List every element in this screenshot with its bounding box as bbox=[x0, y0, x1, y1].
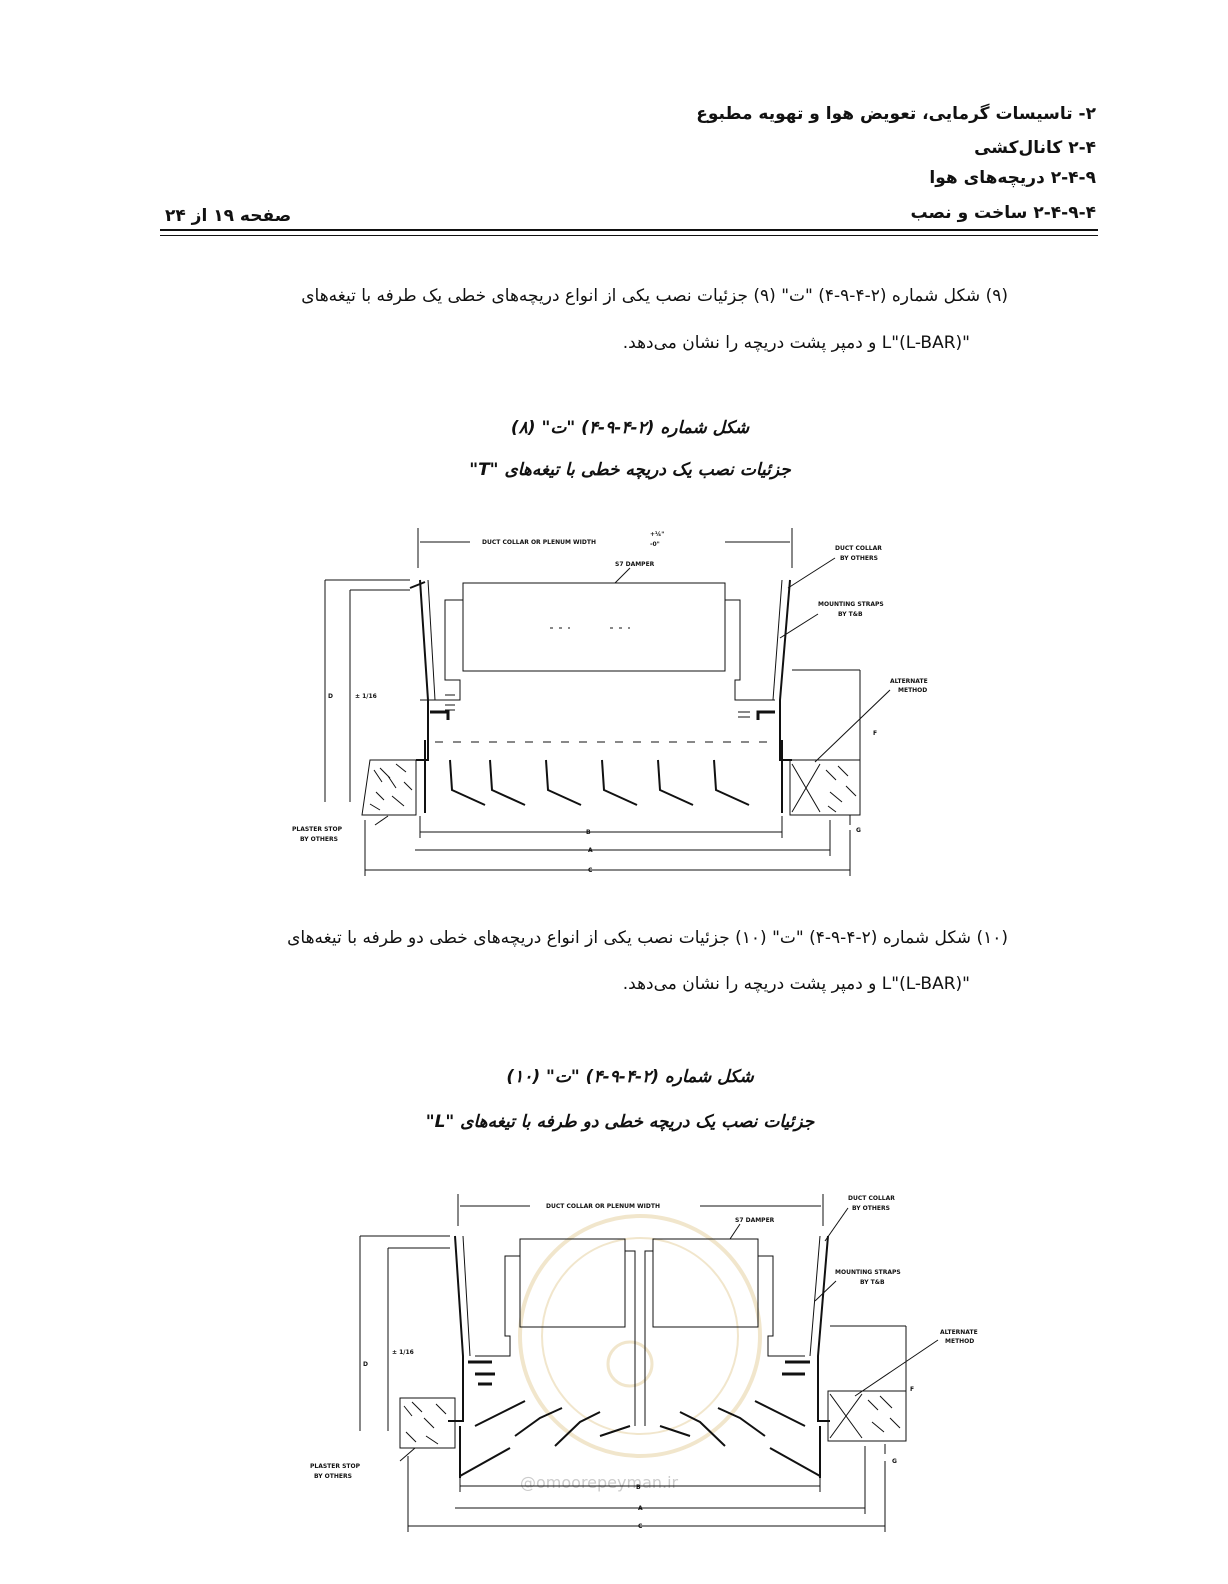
fig8-plaster-stop-label: PLASTER STOP bbox=[292, 826, 343, 833]
fig8-f-label: F bbox=[873, 730, 877, 737]
fig8-d-tolerance: ± 1/16 bbox=[355, 693, 377, 700]
fig10-by-others-label: BY OTHERS bbox=[852, 1205, 890, 1212]
fig10-method-label: METHOD bbox=[945, 1338, 974, 1345]
fig8-tolerance-bottom: -0" bbox=[650, 541, 660, 548]
figure-8-caption-subtitle: جزئیات نصب یک دریچه خطی با تیغه‌های "T" bbox=[469, 460, 791, 480]
header-line-1: ۲- تاسیسات گرمایی، تعویض هوا و تهویه مطب… bbox=[696, 104, 1096, 124]
fig8-tolerance-top: +¼" bbox=[650, 531, 664, 538]
fig8-duct-width-label: DUCT COLLAR OR PLENUM WIDTH bbox=[482, 539, 596, 546]
fig8-a-label: A bbox=[588, 847, 593, 854]
paragraph-10-line-1: (۱۰) شکل شماره (۲-۴-۹-۴) "ت" (۱۰) جزئیات… bbox=[287, 928, 1008, 948]
fig10-c-label: C bbox=[638, 1523, 643, 1530]
fig8-mounting-straps-label: MOUNTING STRAPS bbox=[818, 601, 884, 608]
fig8-by-others-label: BY OTHERS bbox=[840, 555, 878, 562]
fig8-d-label: D bbox=[328, 693, 333, 700]
fig10-f-label: F bbox=[910, 1386, 914, 1393]
fig8-damper-label: S7 DAMPER bbox=[615, 561, 655, 568]
fig8-duct-collar-label: DUCT COLLAR bbox=[835, 545, 882, 552]
figure-10-caption-subtitle: جزئیات نصب یک دریچه خطی دو طرفه با تیغه‌… bbox=[425, 1112, 815, 1132]
fig10-plaster-stop-label: PLASTER STOP bbox=[310, 1463, 361, 1470]
fig10-by-tb-label: BY T&B bbox=[860, 1279, 885, 1286]
fig10-alternate-label: ALTERNATE bbox=[940, 1329, 978, 1336]
figure-8-caption-title: شکل شماره (۲-۴-۹-۴) "ت" (۸) bbox=[510, 418, 750, 438]
header-rule-bottom bbox=[160, 235, 1098, 236]
figure-10-drawing: @omoorepeyman.ir DUCT COLLAR OR PLENUM W… bbox=[310, 1194, 978, 1532]
figure-8-drawing: DUCT COLLAR OR PLENUM WIDTH +¼" -0" S7 D… bbox=[292, 528, 928, 876]
fig10-a-label: A bbox=[638, 1505, 643, 1512]
fig10-mounting-straps-label: MOUNTING STRAPS bbox=[835, 1269, 901, 1276]
header-line-2: ۲-۴ کانال‌کشی bbox=[974, 138, 1096, 158]
fig10-b-label: B bbox=[636, 1484, 641, 1491]
paragraph-9-line-2: "L"(L-BAR) و دمپر پشت دریچه را نشان می‌د… bbox=[622, 333, 970, 353]
fig10-g-label: G bbox=[892, 1458, 897, 1465]
watermark-text: @omoorepeyman.ir bbox=[520, 1473, 679, 1492]
watermark-seal-icon bbox=[518, 1214, 762, 1458]
fig10-duct-collar-label: DUCT COLLAR bbox=[848, 1195, 895, 1202]
fig10-d-tolerance: ± 1/16 bbox=[392, 1349, 414, 1356]
fig10-plaster-by-others-label: BY OTHERS bbox=[314, 1473, 352, 1480]
fig10-damper-label: S7 DAMPER bbox=[735, 1217, 775, 1224]
fig8-g-label: G bbox=[856, 827, 861, 834]
fig8-by-tb-label: BY T&B bbox=[838, 611, 863, 618]
fig8-c-label: C bbox=[588, 867, 593, 874]
fig8-method-label: METHOD bbox=[898, 687, 927, 694]
fig10-duct-width-label: DUCT COLLAR OR PLENUM WIDTH bbox=[546, 1203, 660, 1210]
header-rule-top bbox=[160, 229, 1098, 231]
fig10-d-label: D bbox=[363, 1361, 368, 1368]
paragraph-10-line-2: "L"(L-BAR) و دمپر پشت دریچه را نشان می‌د… bbox=[622, 974, 970, 994]
fig8-b-label: B bbox=[586, 829, 591, 836]
header-line-4: ۲-۴-۹-۴ ساخت و نصب bbox=[910, 203, 1096, 223]
figure-10-caption-title: شکل شماره (۲-۴-۹-۴) "ت" (۱۰) bbox=[506, 1067, 754, 1087]
fig8-plaster-by-others-label: BY OTHERS bbox=[300, 836, 338, 843]
paragraph-9-line-1: (۹) شکل شماره (۲-۴-۹-۴) "ت" (۹) جزئیات ن… bbox=[301, 286, 1008, 306]
page-number: صفحه ۱۹ از ۲۴ bbox=[165, 206, 292, 226]
header-line-3: ۲-۴-۹ دریچه‌های هوا bbox=[929, 168, 1096, 188]
fig8-alternate-label: ALTERNATE bbox=[890, 678, 928, 685]
